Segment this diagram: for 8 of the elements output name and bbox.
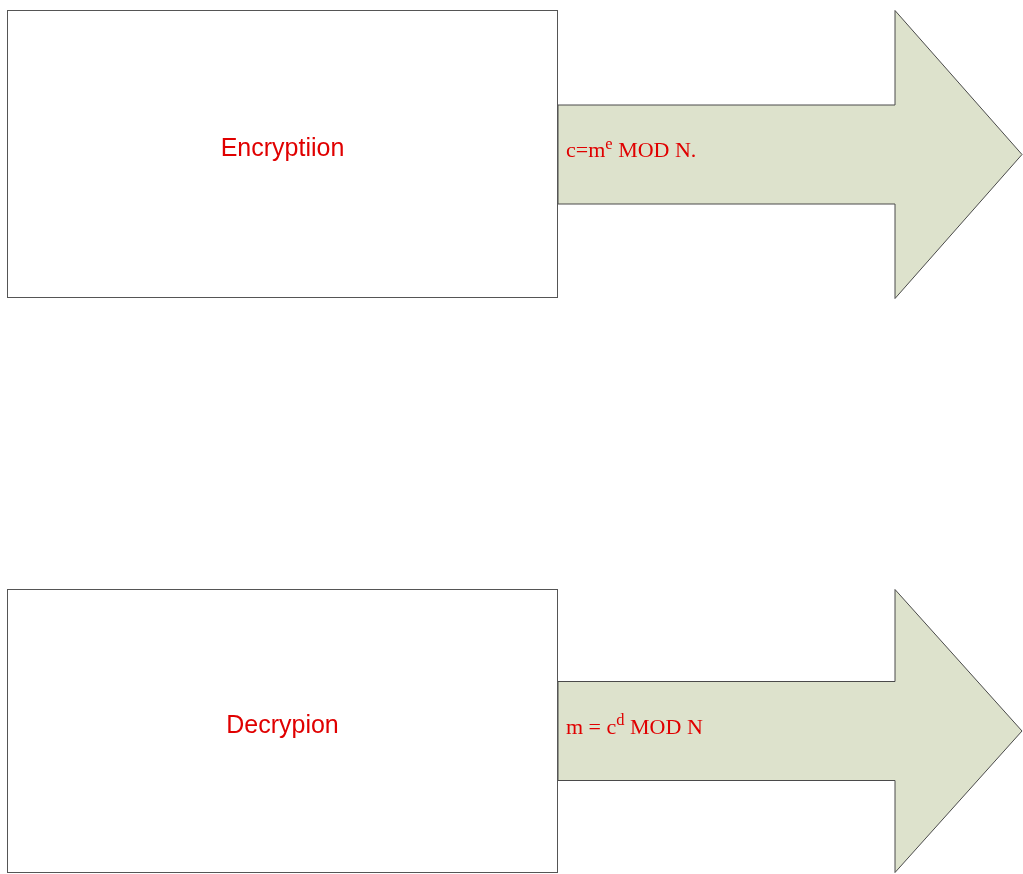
- process-box: [7, 589, 558, 873]
- box-label: Encryptiion: [220, 132, 345, 164]
- formula-text: c=m$^{e}$ MOD N.: [566, 133, 697, 164]
- box-label: Decrypion: [226, 709, 339, 741]
- block-arrow: [558, 10, 1023, 299]
- process-box: [7, 10, 558, 298]
- formula-text: m = c$^{d}$ MOD N: [566, 709, 703, 741]
- block-arrow: [558, 589, 1023, 873]
